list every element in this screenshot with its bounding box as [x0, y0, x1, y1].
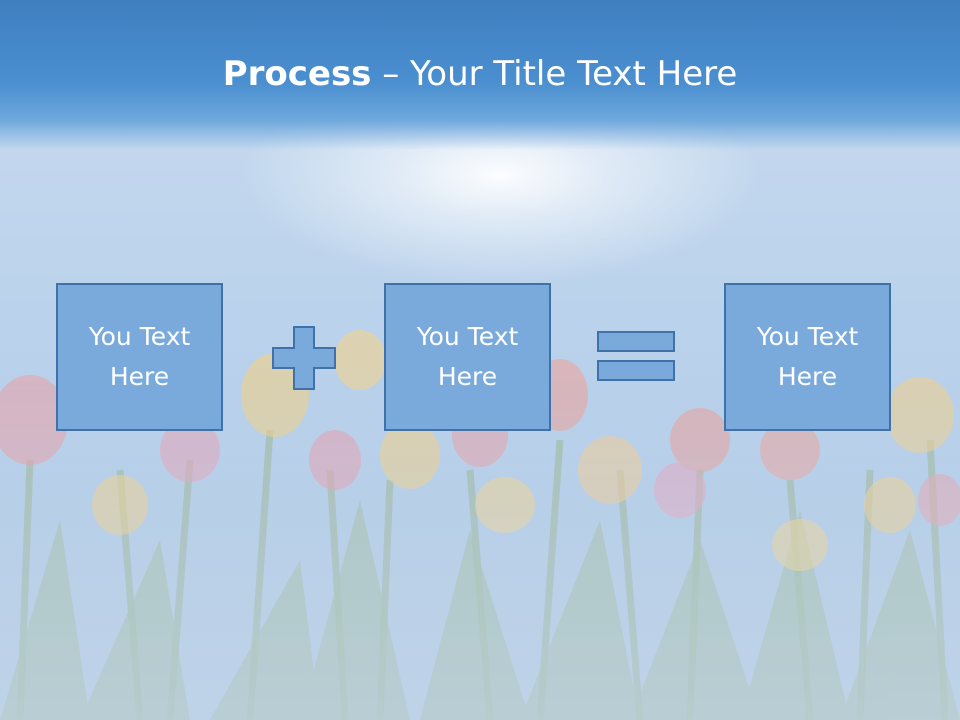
title-rest: – Your Title Text Here — [371, 54, 738, 94]
title-bar — [0, 0, 960, 150]
slide-title: Process – Your Title Text Here — [0, 52, 960, 96]
process-box-2: You Text Here — [384, 283, 551, 431]
process-box-1-text: You Text Here — [88, 322, 191, 391]
equals-icon — [597, 331, 675, 381]
process-box-3-text: You Text Here — [756, 322, 859, 391]
title-bold: Process — [222, 54, 372, 94]
process-box-3: You Text Here — [724, 283, 891, 431]
plus-icon — [272, 326, 336, 390]
process-box-2-text: You Text Here — [416, 322, 519, 391]
process-box-1: You Text Here — [56, 283, 223, 431]
